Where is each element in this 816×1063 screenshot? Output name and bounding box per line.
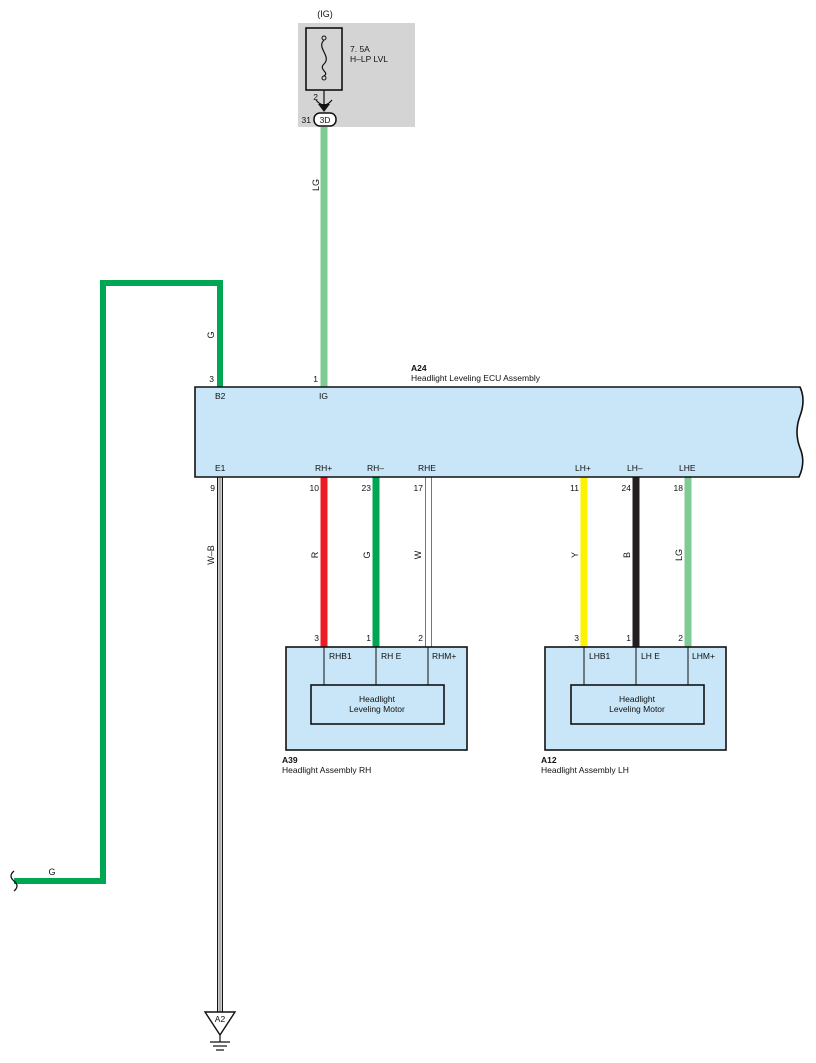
lh-pin-number-lhm: 2 (678, 633, 683, 643)
ecu-pin-label-lhe: LHE (679, 463, 696, 473)
wire-break-icon (10, 870, 18, 892)
headlight-assembly-lh: 3 1 2 LHB1 LH E LHM+ Headlight Leveling … (541, 633, 727, 775)
ecu-pin-number-rh-minus: 23 (362, 483, 372, 493)
rh-assembly-name: Headlight Assembly RH (282, 765, 371, 775)
rh-pin-number-rhe: 1 (366, 633, 371, 643)
ecu-pin-label-rh-minus: RH– (367, 463, 384, 473)
connector-code: 3D (320, 115, 331, 125)
ecu-pin-number-rh-plus: 10 (310, 483, 320, 493)
lh-pin-number-lhe: 1 (626, 633, 631, 643)
lh-motor-label-line2: Leveling Motor (609, 704, 665, 714)
fuse-icon (321, 35, 327, 81)
lh-pin-label-lhm: LHM+ (692, 651, 715, 661)
ground-triangle-icon (203, 1011, 237, 1037)
fuse-block: (IG) 7. 5A H–LP LVL 2 3D 31 (298, 9, 415, 127)
ground-icon (210, 1041, 230, 1051)
rh-pin-label-rhe: RH E (381, 651, 402, 661)
ground-point: A2 (203, 1011, 237, 1051)
lh-pin-label-lhb1: LHB1 (589, 651, 611, 661)
rh-pin-label-rhm: RHM+ (432, 651, 456, 661)
ecu-pin-label-b2: B2 (215, 391, 226, 401)
wire-rhe-w (425, 476, 432, 648)
rh-pin-number-rhm: 2 (418, 633, 423, 643)
ecu-pin-label-rh-plus: RH+ (315, 463, 332, 473)
rh-motor-label-line2: Leveling Motor (349, 704, 405, 714)
lh-motor-label-line1: Headlight (619, 694, 656, 704)
ecu-pin-number-ig: 1 (313, 374, 318, 384)
wire-rh-plus-color-label: R (310, 551, 320, 558)
ecu-pin-number-lh-plus: 11 (570, 483, 579, 493)
rh-assembly-code: A39 (282, 755, 298, 765)
lh-assembly-name: Headlight Assembly LH (541, 765, 629, 775)
connector-oval (313, 112, 337, 127)
ecu-pin-label-lh-minus: LH– (627, 463, 643, 473)
lh-pin-number-lhb1: 3 (574, 633, 579, 643)
wire-lhe-color-label: LG (674, 549, 684, 561)
headlight-assembly-rh: 3 1 2 RHB1 RH E RHM+ Headlight Leveling … (282, 633, 468, 775)
wire-b2-color-label: G (206, 331, 216, 338)
connector-pin-number: 31 (302, 115, 312, 125)
lh-pin-label-lhe: LH E (641, 651, 660, 661)
wire-rh-minus-color-label: G (362, 551, 372, 558)
fuse-name: H–LP LVL (350, 54, 388, 64)
wire-g-left-color-label: G (48, 867, 55, 877)
ecu-pin-number-lh-minus: 24 (622, 483, 632, 493)
wire-b2-g (14, 280, 223, 884)
ground-code: A2 (215, 1014, 226, 1024)
wire-ig-color-label: LG (311, 179, 321, 191)
wire-lh-minus-color-label: B (622, 552, 632, 558)
ecu-name: Headlight Leveling ECU Assembly (411, 373, 541, 383)
ecu-pin-number-lhe: 18 (674, 483, 684, 493)
arrow-down-icon (318, 104, 330, 112)
ecu-pin-label-ig: IG (319, 391, 328, 401)
fuse-output-pin: 2 (313, 92, 318, 102)
wire-rhe-color-label: W (413, 550, 423, 559)
ecu-pin-label-rhe: RHE (418, 463, 436, 473)
lh-assembly-code: A12 (541, 755, 557, 765)
ecu-pin-number-e1: 9 (210, 483, 215, 493)
lh-motor-box (570, 684, 705, 725)
rh-pin-label-rhb1: RHB1 (329, 651, 352, 661)
fuse-supply-label: (IG) (317, 9, 333, 19)
wire-lh-plus-color-label: Y (570, 552, 580, 558)
ecu-pin-number-b2: 3 (209, 374, 214, 384)
ecu-assembly: A24 Headlight Leveling ECU Assembly 3 B2… (194, 363, 804, 493)
ecu-pin-number-rhe: 17 (414, 483, 424, 493)
fuse-block-background (298, 23, 415, 127)
ecu-body (194, 386, 804, 478)
rh-pin-number-rhb1: 3 (314, 633, 319, 643)
rh-motor-label-line1: Headlight (359, 694, 396, 704)
ecu-pin-label-e1: E1 (215, 463, 226, 473)
fuse-rating: 7. 5A (350, 44, 370, 54)
ecu-code: A24 (411, 363, 427, 373)
connector-chevron-icon (315, 99, 333, 106)
rh-motor-box (310, 684, 445, 725)
wire-e1-color-label: W–B (206, 545, 216, 565)
ecu-pin-label-lh-plus: LH+ (575, 463, 591, 473)
